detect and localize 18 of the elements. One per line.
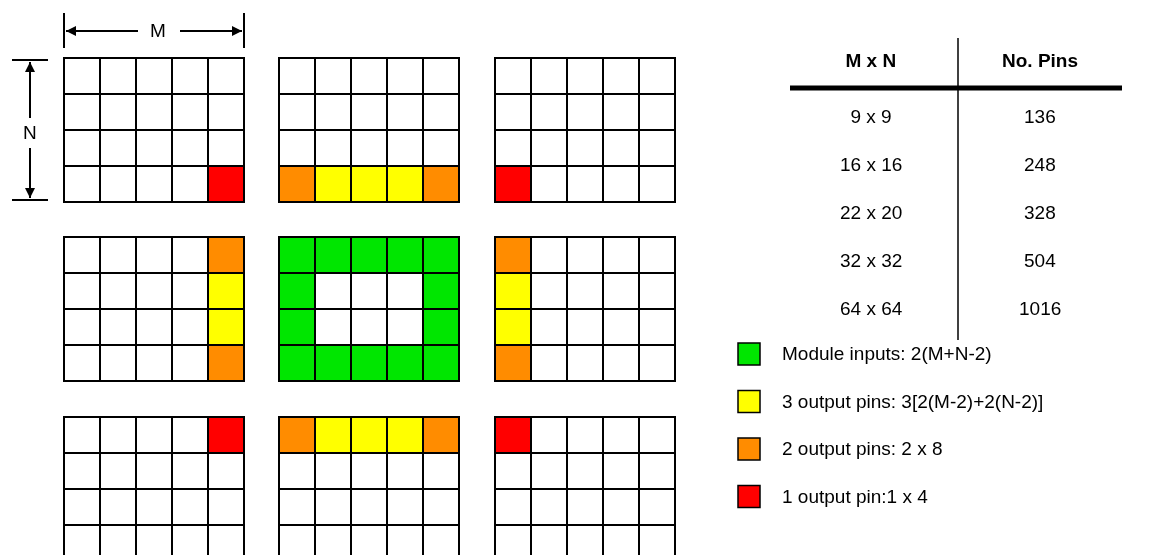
legend-label: 2 output pins: 2 x 8 <box>782 438 943 460</box>
table-cell: 248 <box>1024 154 1056 176</box>
legend-label: 1 output pin:1 x 4 <box>782 485 928 508</box>
dimension-label: M <box>150 20 166 42</box>
table-cell: 9 x 9 <box>850 106 892 128</box>
legend-label: Module inputs: 2(M+N-2) <box>782 343 992 365</box>
table-cell: 22 x 20 <box>840 202 903 224</box>
table-cell: 32 x 32 <box>840 250 903 272</box>
table-cell: 136 <box>1024 106 1056 128</box>
table-cell: 1016 <box>1019 298 1062 320</box>
legend-label: 3 output pins: 3[2(M-2)+2(N-2)] <box>782 390 1044 413</box>
dimension-label: N <box>23 122 37 144</box>
table-header: M x N <box>845 50 897 72</box>
table-cell: 504 <box>1024 250 1056 272</box>
table-cell: 328 <box>1024 202 1056 224</box>
table-cell: 16 x 16 <box>840 154 903 176</box>
table-cell: 64 x 64 <box>840 298 903 320</box>
table-header: No. Pins <box>1002 50 1078 72</box>
